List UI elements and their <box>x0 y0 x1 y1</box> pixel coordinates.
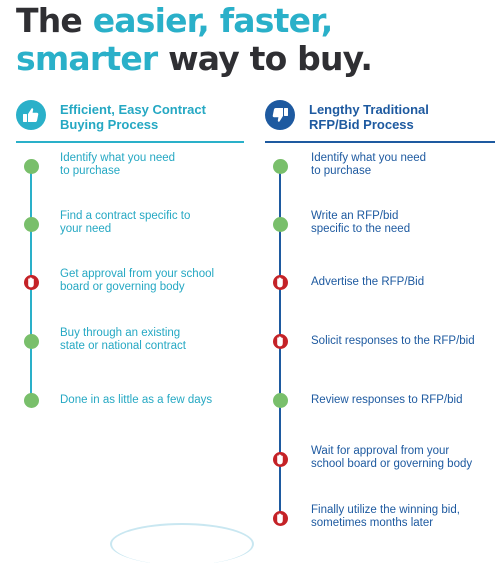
right-column-title: Lengthy Traditional RFP/Bid Process <box>309 102 429 132</box>
step-line-2: sometimes months later <box>311 517 434 529</box>
thumbs-up-icon <box>16 100 46 130</box>
step-line-2: specific to the need <box>311 223 411 235</box>
step-line-2: to purchase <box>311 165 372 177</box>
checkpoint-dot <box>273 159 288 174</box>
checkpoint-dot <box>273 393 288 408</box>
step-line-2: state or national contract <box>60 340 186 352</box>
headline-text: way to buy. <box>157 39 373 78</box>
step-line-1: Buy through an existing <box>60 327 181 339</box>
decorative-arc <box>110 523 254 565</box>
headline-highlight: easier, faster, <box>92 1 334 40</box>
step-line-1: Done in as little as a few days <box>60 394 213 406</box>
right-step-text: Finally utilize the winning bid,sometime… <box>311 504 460 530</box>
stop-hand-icon <box>273 452 288 467</box>
checkpoint-dot <box>24 393 39 408</box>
thumbs-down-icon <box>265 100 295 130</box>
right-header-rule <box>265 141 495 143</box>
checkpoint-dot <box>24 217 39 232</box>
left-column-header: Efficient, Easy Contract Buying Process <box>16 99 246 143</box>
step-line-2: board or governing body <box>60 281 185 293</box>
headline: The easier, faster, smarter way to buy. <box>16 2 373 78</box>
step-line-1: Get approval from your school <box>60 268 215 280</box>
stop-hand-icon <box>273 275 288 290</box>
right-step-text: Solicit responses to the RFP/bid <box>311 335 475 348</box>
headline-line-2: smarter way to buy. <box>16 39 373 78</box>
right-step-text: Review responses to RFP/bid <box>311 394 462 407</box>
stop-hand-icon <box>24 275 39 290</box>
headline-line-1: The easier, faster, <box>16 2 372 40</box>
left-step-text: Done in as little as a few days <box>60 394 212 407</box>
step-line-1: Advertise the RFP/Bid <box>311 276 425 288</box>
step-line-1: Write an RFP/bid <box>311 210 399 222</box>
checkpoint-dot <box>24 334 39 349</box>
step-line-1: Solicit responses to the RFP/bid <box>311 335 475 347</box>
step-line-1: Wait for approval from your <box>311 445 450 457</box>
left-header-rule <box>16 141 244 143</box>
checkpoint-dot <box>273 217 288 232</box>
right-title-line-2: RFP/Bid Process <box>309 117 414 132</box>
stop-hand-icon <box>273 334 288 349</box>
step-line-1: Find a contract specific to <box>60 210 191 222</box>
left-title-line-1: Efficient, Easy Contract <box>60 102 206 117</box>
right-step-text: Advertise the RFP/Bid <box>311 276 424 289</box>
step-line-1: Identify what you need <box>311 152 427 164</box>
step-line-1: Identify what you need <box>60 152 176 164</box>
left-title-line-2: Buying Process <box>60 117 159 132</box>
step-line-1: Review responses to RFP/bid <box>311 394 463 406</box>
checkpoint-dot <box>24 159 39 174</box>
headline-highlight: smarter <box>16 39 158 78</box>
right-column-header: Lengthy Traditional RFP/Bid Process <box>265 99 495 143</box>
left-column-title: Efficient, Easy Contract Buying Process <box>60 102 206 132</box>
stop-hand-icon <box>273 511 288 526</box>
step-line-2: to purchase <box>60 165 121 177</box>
headline-text: The <box>16 1 93 40</box>
step-line-2: school board or governing body <box>311 458 473 470</box>
step-line-1: Finally utilize the winning bid, <box>311 504 460 516</box>
right-title-line-1: Lengthy Traditional <box>309 102 429 117</box>
step-line-2: your need <box>60 223 112 235</box>
